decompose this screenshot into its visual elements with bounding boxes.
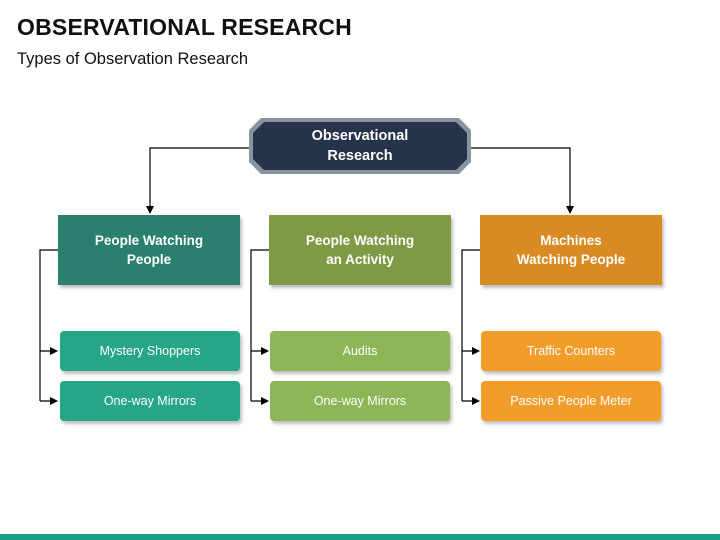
column-1-bracket (39, 249, 58, 401)
item-audits: Audits (270, 331, 450, 371)
item-label: One-way Mirrors (103, 394, 197, 408)
column-header-label: Machines Watching People (516, 233, 626, 267)
page-title: OBSERVATIONAL RESEARCH (17, 14, 352, 40)
item-label: One-way Mirrors (313, 394, 407, 408)
root-node: Observational Research (249, 118, 471, 174)
item-label: Passive People Meter (510, 394, 632, 408)
root-to-column-3-connector (471, 147, 574, 214)
column-header-machines-watching-people: Machines Watching People (480, 215, 662, 285)
root-to-column-1-connector (146, 147, 249, 214)
column-header-people-watching-activity: People Watching an Activity (269, 215, 451, 285)
item-one-way-mirrors-1: One-way Mirrors (60, 381, 240, 421)
item-passive-people-meter: Passive People Meter (481, 381, 661, 421)
column-header-label: People Watching People (94, 233, 204, 267)
item-mystery-shoppers: Mystery Shoppers (60, 331, 240, 371)
item-one-way-mirrors-2: One-way Mirrors (270, 381, 450, 421)
item-label: Traffic Counters (526, 344, 616, 358)
column-header-people-watching-people: People Watching People (58, 215, 240, 285)
column-3-bracket (461, 249, 480, 401)
item-traffic-counters: Traffic Counters (481, 331, 661, 371)
footer-bar (0, 534, 720, 540)
root-node-shape (249, 118, 471, 174)
page-subtitle: Types of Observation Research (17, 50, 249, 68)
column-header-label: People Watching an Activity (305, 233, 415, 267)
column-2-bracket (250, 249, 269, 401)
root-node-label: Observational Research (311, 128, 409, 164)
item-label: Mystery Shoppers (99, 344, 201, 358)
item-label: Audits (342, 344, 378, 358)
